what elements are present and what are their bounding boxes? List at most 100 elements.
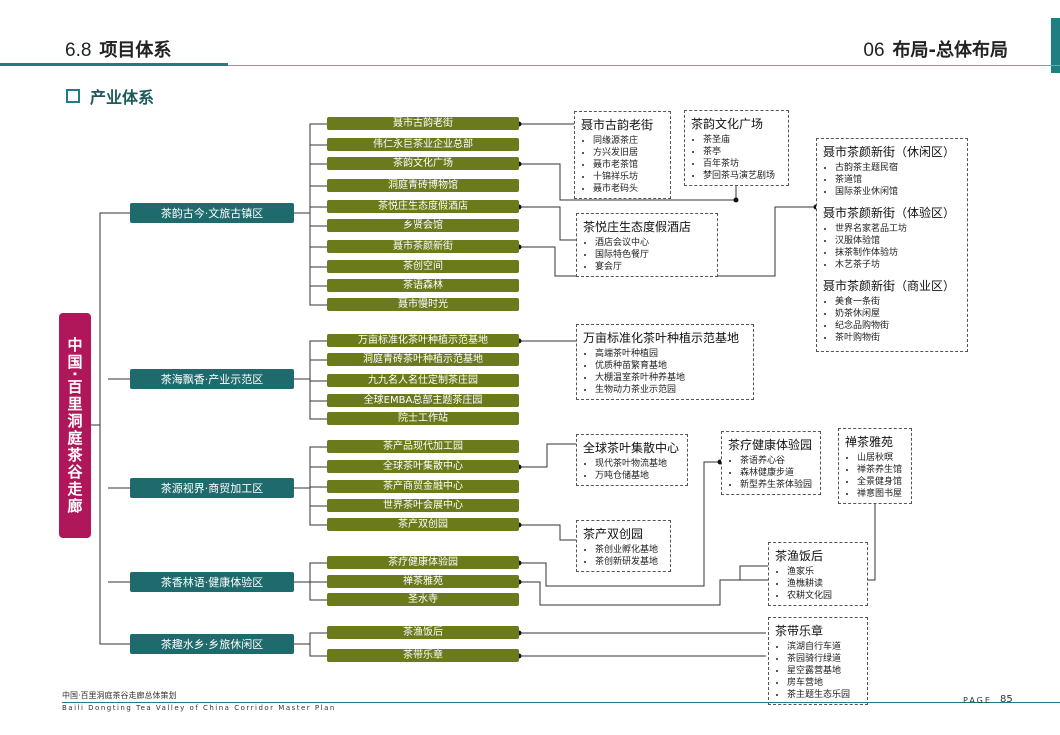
- item-node: 茶悦庄生态度假酒店: [327, 200, 519, 213]
- box-item: 木艺茶子坊: [835, 259, 961, 271]
- box-item: 方兴发旧居: [593, 147, 664, 159]
- item-node: 伟仁永巨茶业企业总部: [327, 138, 519, 151]
- box-item: 茶语养心谷: [740, 455, 814, 467]
- box-item: 森林健康步道: [740, 467, 814, 479]
- box-item: 奶茶休闲屋: [835, 308, 961, 320]
- root-node: 中国·百里洞庭茶谷走廊: [59, 313, 91, 538]
- box-item: 山居秋暝: [857, 452, 905, 464]
- box-item: 大棚温室茶叶种养基地: [595, 372, 747, 384]
- section-title: 产业体系: [66, 84, 154, 108]
- box-item: 渔樵耕读: [787, 578, 861, 590]
- item-node: 洞庭青砖茶叶种植示范基地: [327, 353, 519, 366]
- box-item: 茶道馆: [835, 174, 961, 186]
- box-item: 禅意图书屋: [857, 488, 905, 500]
- box-title: 万亩标准化茶叶种植示范基地: [583, 331, 740, 345]
- box-group-xiuxian: 聂市茶颜新街（休闲区） 古韵茶主题民宿 茶道馆 国际茶业休闲馆: [823, 143, 961, 198]
- part-heading: 06 布局-总体布局: [863, 36, 1008, 62]
- page-number: 85: [1000, 694, 1013, 705]
- box-title: 聂市茶颜新街（商业区）: [823, 279, 956, 293]
- detail-box-chayue: 茶悦庄生态度假酒店 酒店会议中心 国际特色餐厅 宴会厅: [576, 213, 718, 277]
- box-item: 农耕文化园: [787, 590, 861, 602]
- section-title-text: 产业体系: [90, 88, 155, 107]
- item-node: 茶产品现代加工园: [327, 440, 519, 453]
- box-item: 国际特色餐厅: [595, 249, 711, 261]
- box-item: 酒店会议中心: [595, 237, 711, 249]
- header-rule-accent: [0, 63, 228, 66]
- box-item: 房车营地: [787, 677, 861, 689]
- box-title: 聂市茶颜新街（休闲区）: [823, 145, 956, 159]
- item-node: 茶疗健康体验园: [327, 556, 519, 569]
- box-item: 百年茶坊: [703, 158, 782, 170]
- box-item: 茶圣庙: [703, 134, 782, 146]
- box-item: 滨湖自行车道: [787, 641, 861, 653]
- item-node: 茶产商贸金融中心: [327, 480, 519, 493]
- detail-box-chanzha: 禅茶雅苑 山居秋暝 禅茶养生馆 全景健身馆 禅意图书屋: [838, 428, 912, 504]
- box-title: 茶韵文化广场: [691, 117, 764, 131]
- detail-box-wanmu: 万亩标准化茶叶种植示范基地 高端茶叶种植园 优质种苗繁育基地 大棚温室茶叶种养基…: [576, 324, 754, 400]
- box-title: 全球茶叶集散中心: [583, 441, 680, 455]
- box-item: 聂市老茶馆: [593, 159, 664, 171]
- box-item: 茶园骑行绿道: [787, 653, 861, 665]
- box-item: 万吨仓储基地: [595, 470, 681, 482]
- item-node: 聂市古韵老街: [327, 117, 519, 130]
- box-item: 世界名家茗品工坊: [835, 223, 961, 235]
- item-node: 茶语森林: [327, 279, 519, 292]
- item-node: 茶产双创园: [327, 518, 519, 531]
- box-item: 聂市老码头: [593, 183, 664, 195]
- box-item: 渔家乐: [787, 566, 861, 578]
- part-title: 布局-总体布局: [892, 40, 1008, 61]
- box-item: 古韵茶主题民宿: [835, 162, 961, 174]
- item-node: 世界茶叶会展中心: [327, 499, 519, 512]
- item-node: 圣水寺: [327, 593, 519, 606]
- page-label: PAGE: [963, 696, 992, 705]
- zone-node: 茶源视界·商贸加工区: [130, 478, 294, 498]
- item-node: 洞庭青砖博物馆: [327, 179, 519, 192]
- box-item: 高端茶叶种植园: [595, 348, 747, 360]
- box-title: 茶带乐章: [775, 624, 824, 638]
- box-title: 茶渔饭后: [775, 549, 824, 563]
- item-node: 乡贤会馆: [327, 219, 519, 232]
- box-item: 禅茶养生馆: [857, 464, 905, 476]
- box-item: 梦回茶马演艺剧场: [703, 170, 782, 182]
- detail-box-chaliao: 茶疗健康体验园 茶语养心谷 森林健康步道 新型养生茶体验园: [721, 431, 821, 495]
- box-item: 美食一条街: [835, 296, 961, 308]
- box-title: 茶疗健康体验园: [728, 438, 813, 452]
- box-item: 抹茶制作体验坊: [835, 247, 961, 259]
- box-group-shangye: 聂市茶颜新街（商业区） 美食一条街 奶茶休闲屋 纪念品购物街 茶叶购物街: [823, 277, 961, 344]
- box-item: 茶亭: [703, 146, 782, 158]
- box-item: 纪念品购物街: [835, 320, 961, 332]
- detail-box-guyun: 聂市古韵老街 同缘源茶庄 方兴发旧居 聂市老茶馆 十锦祥乐坊 聂市老码头: [574, 111, 671, 199]
- item-node: 九九名人名仕定制茶庄园: [327, 374, 519, 387]
- box-item: 同缘源茶庄: [593, 135, 664, 147]
- box-title: 聂市茶颜新街（体验区）: [823, 206, 956, 220]
- zone-node: 茶韵古今·文旅古镇区: [130, 203, 294, 223]
- item-node: 禅茶雅苑: [327, 575, 519, 588]
- item-node: 茶创空间: [327, 260, 519, 273]
- box-item: 宴会厅: [595, 261, 711, 273]
- item-node: 院士工作站: [327, 412, 519, 425]
- box-item: 国际茶业休闲馆: [835, 186, 961, 198]
- box-title: 禅茶雅苑: [845, 435, 894, 449]
- zone-node: 茶趣水乡·乡旅休闲区: [130, 634, 294, 654]
- zone-node: 茶海飘香·产业示范区: [130, 369, 294, 389]
- part-number: 06: [863, 40, 885, 61]
- footer-title-en: Baili Dongting Tea Valley of China Corri…: [62, 704, 336, 712]
- item-node: 全球EMBA总部主题茶庄园: [327, 394, 519, 407]
- box-title: 茶产双创园: [583, 527, 644, 541]
- item-node: 全球茶叶集散中心: [327, 460, 519, 473]
- footer-title-cn: 中国·百里洞庭茶谷走廊总体策划: [62, 691, 177, 700]
- footer-rule: [62, 702, 1060, 703]
- item-node: 聂市慢时光: [327, 298, 519, 311]
- box-item: 茶创新研发基地: [595, 556, 664, 568]
- item-node: 茶带乐章: [327, 649, 519, 662]
- box-group-tiyan: 聂市茶颜新街（体验区） 世界名家茗品工坊 汉服体验馆 抹茶制作体验坊 木艺茶子坊: [823, 204, 961, 271]
- detail-box-shuangchuang: 茶产双创园 茶创业孵化基地 茶创新研发基地: [576, 520, 671, 572]
- box-item: 星空露营基地: [787, 665, 861, 677]
- box-item: 茶创业孵化基地: [595, 544, 664, 556]
- detail-box-jisan: 全球茶叶集散中心 现代茶叶物流基地 万吨仓储基地: [576, 434, 688, 486]
- box-item: 现代茶叶物流基地: [595, 458, 681, 470]
- box-item: 全景健身馆: [857, 476, 905, 488]
- item-node: 万亩标准化茶叶种植示范基地: [327, 334, 519, 347]
- square-bullet-icon: [66, 89, 80, 103]
